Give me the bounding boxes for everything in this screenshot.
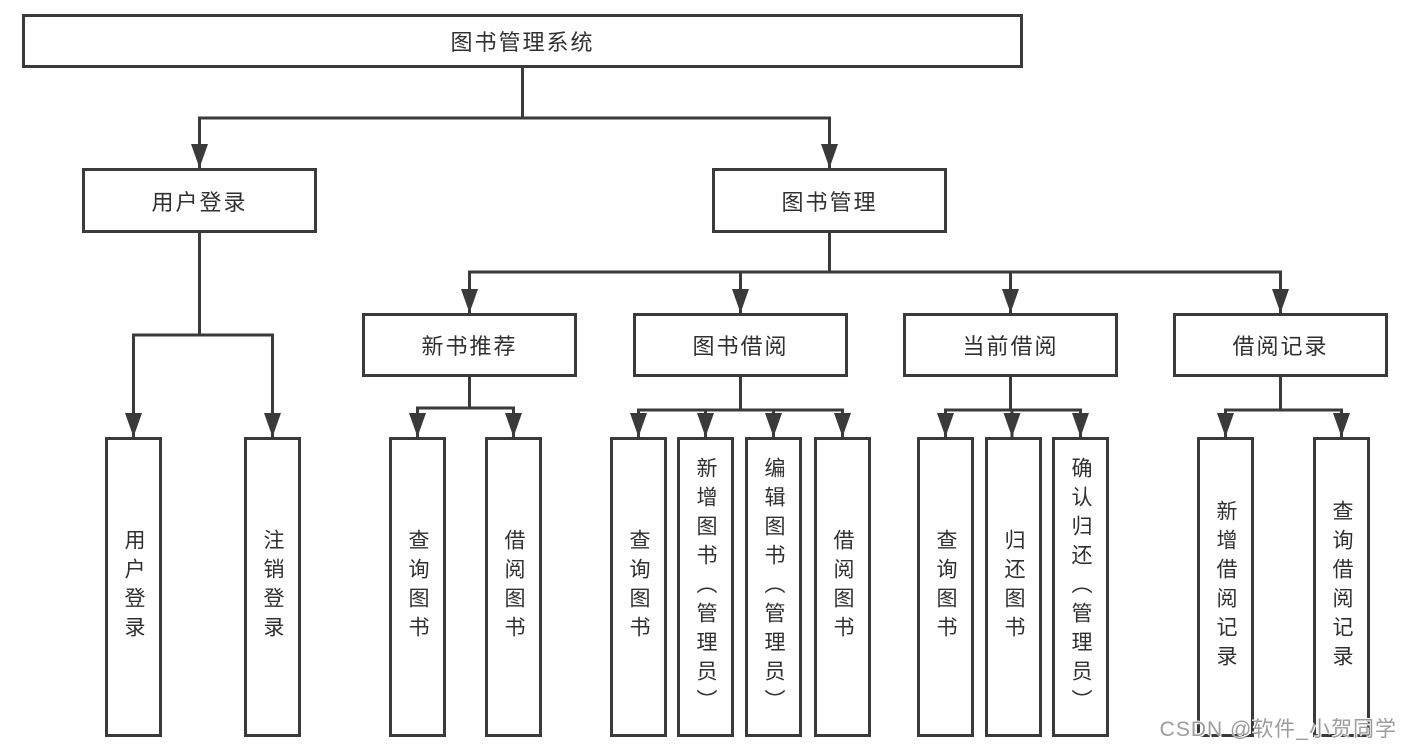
node-label: 图书管理系统 [450, 30, 595, 55]
node-label: 当前借阅 [962, 334, 1059, 359]
node-label: 图书借阅 [692, 334, 789, 359]
leaf-query-books-current: 查询图书 [917, 437, 974, 737]
tree-edges [125, 68, 1350, 437]
node-library-management-system: 图书管理系统 [22, 14, 1023, 68]
csdn-watermark: CSDN @软件_小贺同学 [1159, 718, 1397, 741]
leaf-query-books-borrowing: 查询图书 [610, 437, 667, 737]
node-label: 编辑图书（管理员） [762, 456, 785, 718]
node-label: 归还图书 [1002, 529, 1025, 645]
leaf-query-books-recommend: 查询图书 [389, 437, 446, 737]
leaf-user-login: 用户登录 [105, 437, 162, 737]
node-label: 新增图书（管理员） [694, 456, 717, 718]
node-current-borrowing: 当前借阅 [903, 313, 1118, 377]
node-label: 用户登录 [122, 529, 145, 645]
node-book-borrowing: 图书借阅 [633, 313, 848, 377]
node-borrowing-records: 借阅记录 [1173, 313, 1388, 377]
node-label: 新书推荐 [421, 334, 518, 359]
node-label: 查询图书 [934, 529, 957, 645]
node-label: 注销登录 [261, 529, 284, 645]
leaf-borrow-books-recommend: 借阅图书 [485, 437, 542, 737]
node-user-login: 用户登录 [82, 168, 317, 233]
node-label: 用户登录 [151, 189, 248, 215]
node-label: 查询借阅记录 [1330, 500, 1353, 674]
node-label: 图书管理 [781, 189, 878, 215]
node-new-book-recommendation: 新书推荐 [362, 313, 577, 377]
leaf-logout: 注销登录 [244, 437, 301, 737]
node-label: 查询图书 [406, 529, 429, 645]
leaf-borrow-books: 借阅图书 [814, 437, 871, 737]
node-label: 查询图书 [627, 529, 650, 645]
leaf-edit-books-admin: 编辑图书（管理员） [745, 437, 802, 737]
node-label: 确认归还（管理员） [1069, 456, 1092, 718]
leaf-add-books-admin: 新增图书（管理员） [677, 437, 734, 737]
leaf-query-borrow-record: 查询借阅记录 [1313, 437, 1370, 737]
node-label: 借阅图书 [831, 529, 854, 645]
leaf-confirm-return-admin: 确认归还（管理员） [1052, 437, 1109, 737]
node-label: 新增借阅记录 [1214, 500, 1237, 674]
node-label: 借阅记录 [1232, 334, 1329, 359]
node-label: 借阅图书 [502, 529, 525, 645]
leaf-add-borrow-record: 新增借阅记录 [1197, 437, 1254, 737]
leaf-return-books: 归还图书 [985, 437, 1042, 737]
node-book-management: 图书管理 [712, 168, 947, 233]
